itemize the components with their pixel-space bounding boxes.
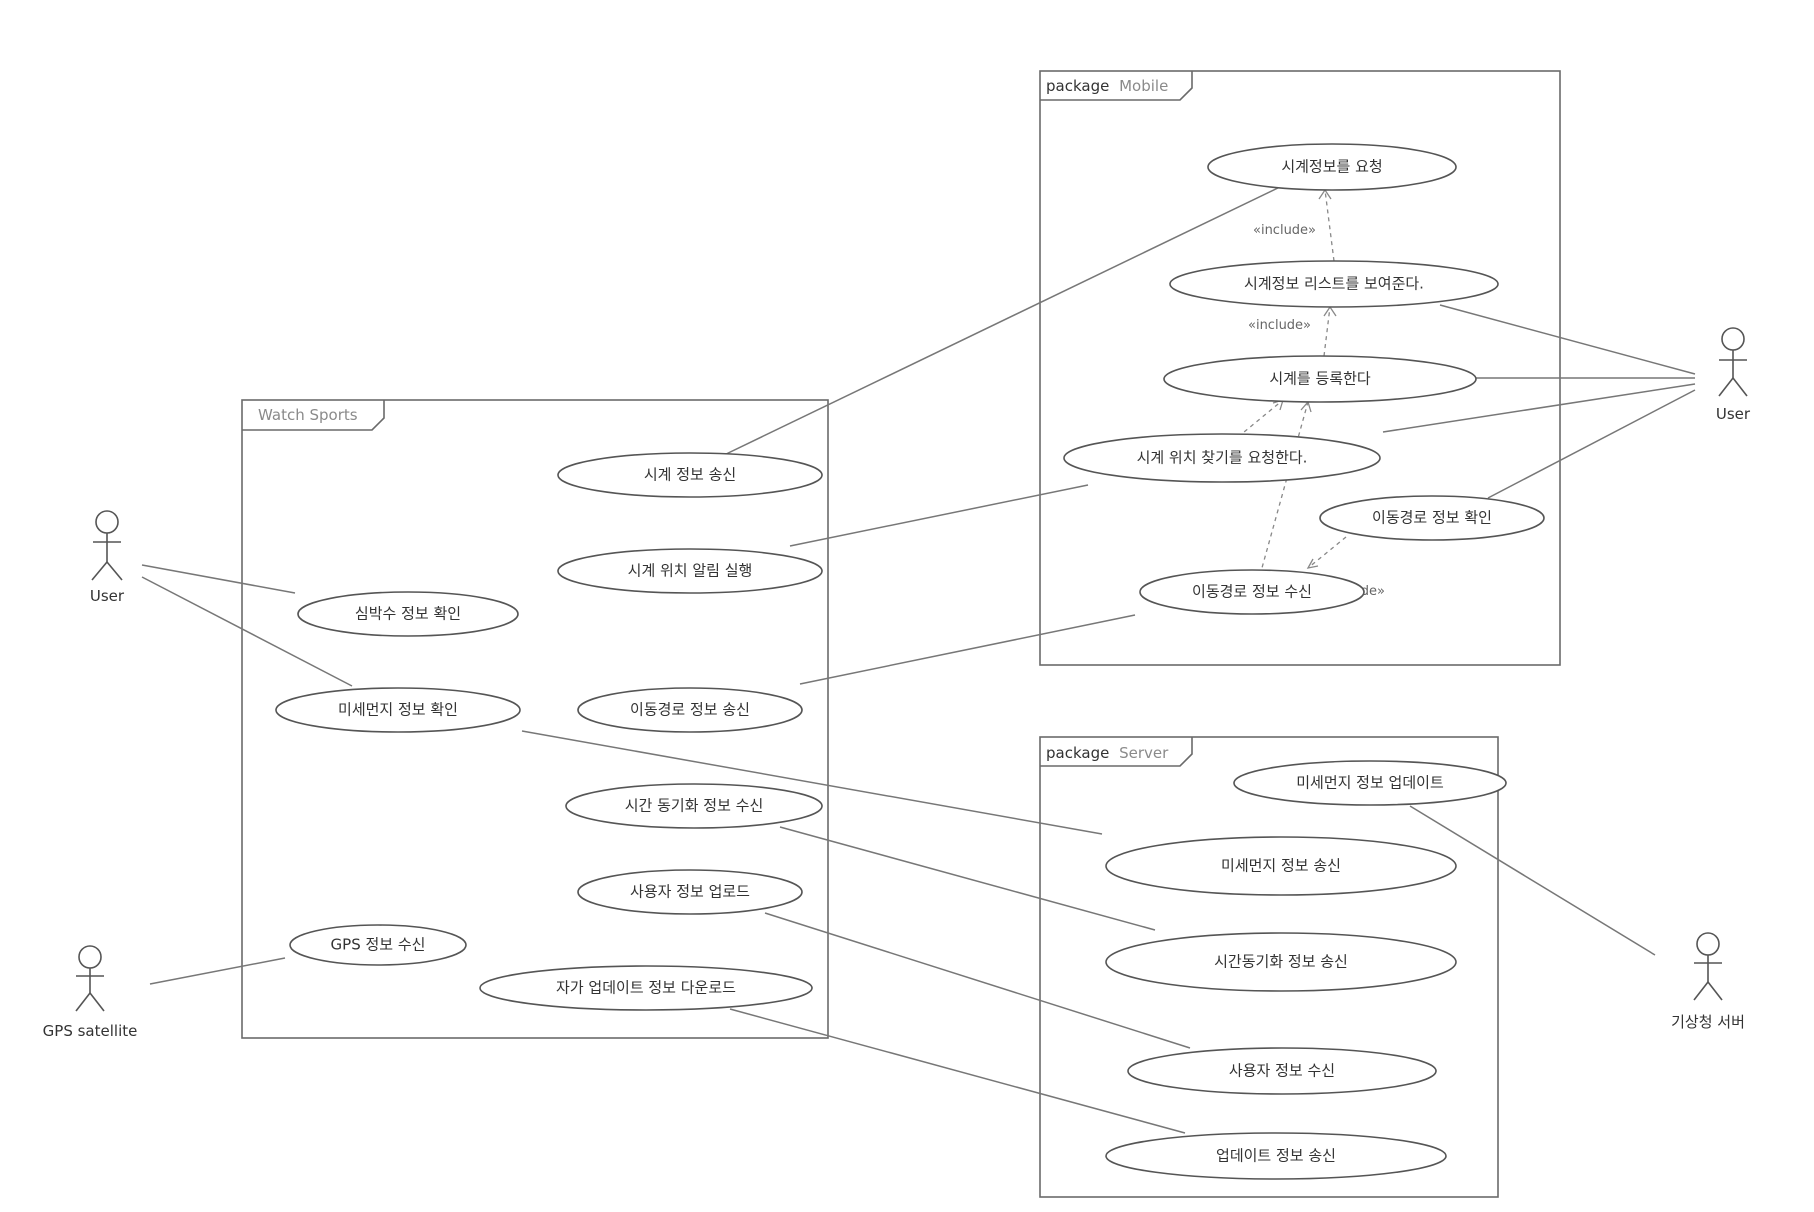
svg-text:시간동기화 정보 송신: 시간동기화 정보 송신 xyxy=(1214,953,1348,971)
assoc-dust-send xyxy=(521,730,1103,835)
svg-text:이동경로 정보 송신: 이동경로 정보 송신 xyxy=(630,701,750,719)
mobile-package-frame-title: package Mobile xyxy=(1046,77,1168,95)
include-label-2: «include» xyxy=(1248,318,1311,333)
assoc-sendroute-receiveroute xyxy=(799,614,1136,685)
svg-text:시계정보를 요청: 시계정보를 요청 xyxy=(1281,158,1382,176)
server-package-name: Server xyxy=(1119,744,1169,762)
watch-sports-frame: Watch Sports xyxy=(241,399,829,1039)
assoc-user-heart xyxy=(141,564,296,594)
assoc-userinfo xyxy=(764,912,1191,1049)
dep-checkroute-receiveroute-arrow xyxy=(1306,558,1319,569)
svg-text:미세먼지 정보 송신: 미세먼지 정보 송신 xyxy=(1221,857,1341,875)
usecase-request-find-watch[interactable]: 시계 위치 찾기를 요청한다. xyxy=(1063,433,1381,483)
usecase-receive-user-info[interactable]: 사용자 정보 수신 xyxy=(1127,1047,1437,1095)
svg-text:시간 동기화 정보 수신: 시간 동기화 정보 수신 xyxy=(625,797,764,815)
usecase-send-update[interactable]: 업데이트 정보 송신 xyxy=(1105,1132,1447,1180)
actor-weather-server-label: 기상청 서버 xyxy=(1671,1013,1745,1031)
actor-user-right-label: User xyxy=(1716,405,1751,423)
actor-gps-satellite[interactable]: GPS satellite xyxy=(43,945,138,1040)
assoc-userright-list xyxy=(1439,304,1696,375)
svg-text:시계 위치 찾기를 요청한다.: 시계 위치 찾기를 요청한다. xyxy=(1137,449,1308,467)
assoc-user-dust xyxy=(141,576,353,687)
usecase-send-fine-dust[interactable]: 미세먼지 정보 송신 xyxy=(1105,836,1457,896)
assoc-sendwatch-request xyxy=(721,185,1283,457)
assoc-alarm-findwatch xyxy=(789,484,1089,547)
dep-checkroute-receiveroute xyxy=(1307,536,1347,569)
assoc-weather-update xyxy=(1409,805,1656,956)
usecase-receive-time-sync[interactable]: 시간 동기화 정보 수신 xyxy=(565,783,823,829)
usecase-upload-user-info[interactable]: 사용자 정보 업로드 xyxy=(577,869,803,915)
watch-sports-frame-name: Watch Sports xyxy=(258,406,358,424)
mobile-package-frame: package Mobile xyxy=(1039,70,1561,666)
svg-text:미세먼지 정보 업데이트: 미세먼지 정보 업데이트 xyxy=(1296,774,1444,792)
server-package-frame: package Server xyxy=(1039,736,1499,1198)
actor-user-left-label: User xyxy=(90,587,125,605)
svg-text:사용자 정보 수신: 사용자 정보 수신 xyxy=(1229,1062,1335,1080)
dep-receiveroute-register xyxy=(1259,401,1309,576)
usecase-check-route[interactable]: 이동경로 정보 확인 xyxy=(1319,495,1545,541)
usecase-update-fine-dust[interactable]: 미세먼지 정보 업데이트 xyxy=(1233,760,1507,806)
usecase-show-watch-list[interactable]: 시계정보 리스트를 보여준다. xyxy=(1169,260,1499,308)
actor-gps-satellite-label: GPS satellite xyxy=(43,1022,138,1040)
svg-text:시계 정보 송신: 시계 정보 송신 xyxy=(644,466,736,484)
watch-sports-frame-title: Watch Sports xyxy=(258,406,358,424)
svg-text:이동경로 정보 확인: 이동경로 정보 확인 xyxy=(1372,509,1492,527)
dep-register-list xyxy=(1323,306,1331,357)
mobile-package-keyword: package xyxy=(1046,77,1109,95)
svg-text:이동경로 정보 수신: 이동경로 정보 수신 xyxy=(1192,583,1312,601)
usecase-run-watch-location-alarm[interactable]: 시계 위치 알림 실행 xyxy=(557,548,823,594)
usecase-receive-route[interactable]: 이동경로 정보 수신 xyxy=(1139,569,1365,615)
assoc-userright-find xyxy=(1382,383,1696,433)
assoc-gps-receive xyxy=(149,957,286,985)
dep-list-request xyxy=(1324,189,1335,262)
usecase-check-heart-rate[interactable]: 심박수 정보 확인 xyxy=(297,591,519,637)
svg-text:미세먼지 정보 확인: 미세먼지 정보 확인 xyxy=(338,701,458,719)
svg-text:자가 업데이트 정보 다운로드: 자가 업데이트 정보 다운로드 xyxy=(556,979,736,997)
include-label-1: «include» xyxy=(1253,223,1316,238)
actor-user-left[interactable]: User xyxy=(90,510,125,605)
svg-text:업데이트 정보 송신: 업데이트 정보 송신 xyxy=(1216,1147,1336,1165)
dep-find-register xyxy=(1237,399,1284,438)
usecase-request-watch-info[interactable]: 시계정보를 요청 xyxy=(1207,143,1457,191)
usecase-register-watch[interactable]: 시계를 등록한다 xyxy=(1163,355,1477,403)
assoc-timesync xyxy=(779,826,1156,931)
svg-text:시계 위치 알림 실행: 시계 위치 알림 실행 xyxy=(628,562,753,580)
usecase-download-update[interactable]: 자가 업데이트 정보 다운로드 xyxy=(479,965,813,1011)
svg-text:사용자 정보 업로드: 사용자 정보 업로드 xyxy=(630,883,750,901)
assoc-userright-route xyxy=(1487,389,1696,499)
svg-text:심박수 정보 확인: 심박수 정보 확인 xyxy=(355,605,461,623)
server-package-keyword: package xyxy=(1046,744,1109,762)
usecase-receive-gps[interactable]: GPS 정보 수신 xyxy=(289,924,467,966)
usecase-send-route-info[interactable]: 이동경로 정보 송신 xyxy=(577,687,803,733)
assoc-update xyxy=(729,1008,1186,1134)
usecase-check-fine-dust[interactable]: 미세먼지 정보 확인 xyxy=(275,687,521,733)
usecase-send-time-sync[interactable]: 시간동기화 정보 송신 xyxy=(1105,932,1457,992)
svg-text:GPS 정보 수신: GPS 정보 수신 xyxy=(331,936,426,954)
server-package-frame-title: package Server xyxy=(1046,744,1169,762)
actor-user-right[interactable]: User xyxy=(1716,327,1751,423)
mobile-package-name: Mobile xyxy=(1119,77,1168,95)
association-lines xyxy=(141,185,1696,1134)
svg-text:시계를 등록한다: 시계를 등록한다 xyxy=(1269,370,1371,388)
actor-weather-server[interactable]: 기상청 서버 xyxy=(1671,932,1745,1031)
svg-text:시계정보 리스트를 보여준다.: 시계정보 리스트를 보여준다. xyxy=(1244,275,1424,293)
usecase-send-watch-info[interactable]: 시계 정보 송신 xyxy=(557,452,823,498)
